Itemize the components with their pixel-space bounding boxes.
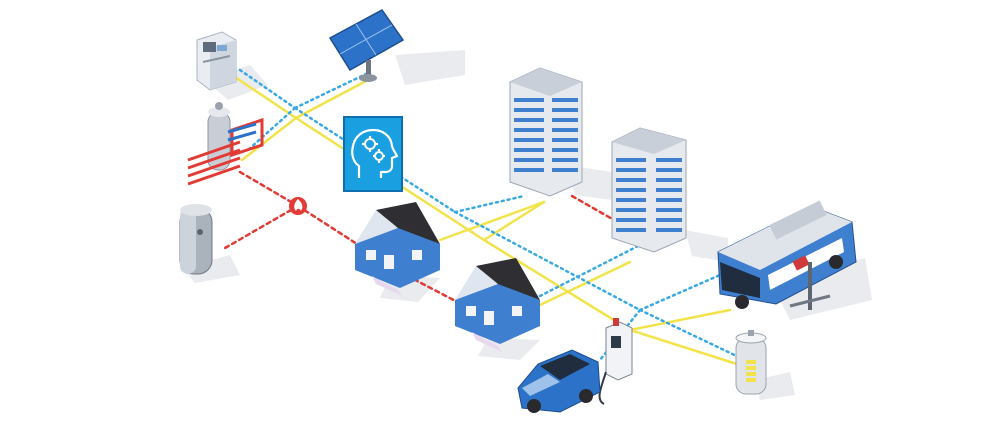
- battery-storage-icon: [735, 330, 767, 395]
- heat-pump-icon: [187, 102, 264, 186]
- solar-panel-icon: [328, 9, 405, 82]
- hot-water-tank-icon: [179, 204, 213, 275]
- house-icon: [455, 258, 540, 352]
- house-icon: [355, 202, 440, 296]
- flame-icon: [289, 197, 307, 215]
- office-tower-icon: [611, 127, 687, 253]
- electric-car-icon: [517, 349, 601, 413]
- ai-brain-gears-icon: [343, 116, 403, 192]
- electric-bus-icon: [717, 200, 857, 310]
- electric-meter-icon: [196, 31, 237, 91]
- ev-charger-icon: [598, 318, 633, 405]
- office-tower-icon: [509, 67, 583, 197]
